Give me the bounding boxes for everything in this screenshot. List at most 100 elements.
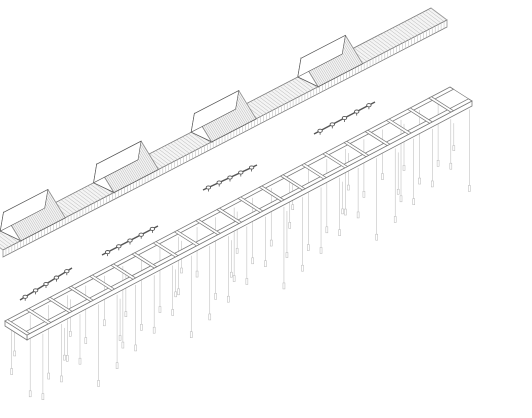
track-fixture (341, 115, 348, 121)
roof-corrugation-line (63, 197, 81, 211)
hanging-pendants (10, 100, 471, 400)
pendant-lamp (452, 145, 456, 151)
roof-corrugation-line (78, 190, 95, 203)
track-fixture (43, 281, 49, 287)
pendant-lamp (232, 275, 236, 282)
track-fixture (127, 238, 133, 243)
track-fixture (227, 175, 233, 180)
roof-corrugation-line (407, 20, 424, 33)
pendant-lamp (195, 270, 199, 278)
pendant-lamp (121, 341, 125, 349)
pendant-lamp (10, 368, 13, 375)
track-fixture (354, 109, 360, 114)
roof-corrugation-line (359, 44, 377, 57)
track-fixture (205, 185, 212, 190)
frame-cross-member (46, 296, 73, 314)
roof-corrugation-line (291, 79, 309, 93)
roof-corrugation-line (285, 82, 303, 96)
pendant-lamp (319, 247, 323, 254)
monitor-back-slope (93, 140, 142, 184)
roof-corrugation-line (158, 148, 175, 162)
track-fixture (32, 288, 39, 293)
monitor-back-slope (0, 188, 49, 232)
pendant-lamp (230, 271, 233, 278)
frame-cross-member (194, 218, 222, 236)
roof-corrugation-line (173, 141, 190, 154)
roof-corrugation-line (93, 182, 110, 196)
pendant-lamp (152, 326, 156, 334)
pendant-lamp (264, 260, 267, 267)
track-fixture (138, 232, 144, 237)
pendant-lamp (402, 165, 406, 171)
pendant-lamp (468, 185, 471, 192)
pendant-lamp (140, 324, 143, 331)
roof-corrugation-line (69, 194, 87, 208)
roof-corrugation-line (167, 144, 184, 157)
roof-corrugation-line (401, 23, 418, 36)
frame-cross-member (343, 140, 370, 158)
roof-corrugation-line (0, 247, 4, 251)
frame-cross-member (385, 118, 412, 135)
roof-corrugation-line (421, 12, 439, 25)
roof-corrugation-line (155, 150, 172, 163)
roof-corrugation-line (179, 138, 196, 151)
roof-corrugation-line (66, 196, 84, 209)
pendant-lamp (301, 264, 304, 272)
roof-corrugation-line (282, 84, 300, 97)
roof-corrugation-line (149, 153, 166, 166)
monitor-corrugation-line (235, 92, 253, 121)
pendant-lamp (60, 375, 63, 383)
frame-cross-member (258, 185, 285, 202)
roof-corrugation-line (259, 96, 276, 110)
pendant-lamp (399, 195, 403, 203)
frame-cross-member (364, 129, 391, 147)
corrugated-roof (0, 7, 448, 258)
roof-corrugation-line (377, 35, 394, 48)
pendant-lamp (189, 331, 193, 338)
frame-cross-member (428, 96, 455, 113)
pendant-lamp (235, 248, 239, 254)
frame-cross-member (89, 274, 116, 291)
pendant-lamp (338, 229, 341, 236)
monitor-corrugation-line (140, 141, 159, 170)
pendant-lamp (418, 177, 421, 185)
track-fixture (216, 180, 222, 185)
roof-corrugation-line (84, 187, 101, 200)
track-fixture (248, 165, 255, 170)
roof-corrugation-line (253, 99, 270, 113)
pendant-lamp (63, 354, 66, 361)
pendant-lamp (118, 335, 122, 341)
roof-corrugation-line (271, 90, 288, 104)
roof-corrugation-line (371, 38, 388, 51)
roof-corrugation-line (188, 133, 205, 146)
roof-corrugation-line (72, 193, 89, 206)
pendant-lamp (285, 252, 289, 258)
roof-corrugation-line (383, 32, 400, 45)
roof-corrugation-line (0, 236, 13, 246)
track-fixture (149, 226, 156, 231)
roof-corrugation-line (191, 131, 208, 145)
pendant-lamp (103, 319, 106, 327)
frame-cross-member (449, 86, 473, 102)
roof-corrugation-line (185, 135, 202, 148)
roof-corrugation-line (182, 136, 199, 150)
roof-corrugation-line (365, 41, 383, 54)
track-fixture (329, 122, 335, 127)
roof-corrugation-line (152, 151, 169, 165)
pendant-lamp (41, 393, 45, 400)
monitor-corrugation-line (236, 91, 255, 120)
roof-corrugation-line (90, 184, 107, 197)
roof-corrugation-line (362, 43, 380, 56)
pendant-lamp (307, 244, 310, 251)
roof-corrugation-line (427, 9, 445, 22)
roof-corrugation-line (265, 93, 282, 107)
roof-corrugation-line (60, 199, 78, 212)
roof-corrugation-line (164, 145, 181, 159)
frame-cross-member (173, 230, 200, 247)
pendant-lamp (47, 372, 50, 380)
pendant-lamp (436, 160, 440, 167)
roof-corrugation-line (386, 30, 403, 44)
frame-cross-member (279, 174, 306, 191)
pendant-lamp (375, 233, 378, 241)
frame-cross-member (237, 196, 264, 213)
